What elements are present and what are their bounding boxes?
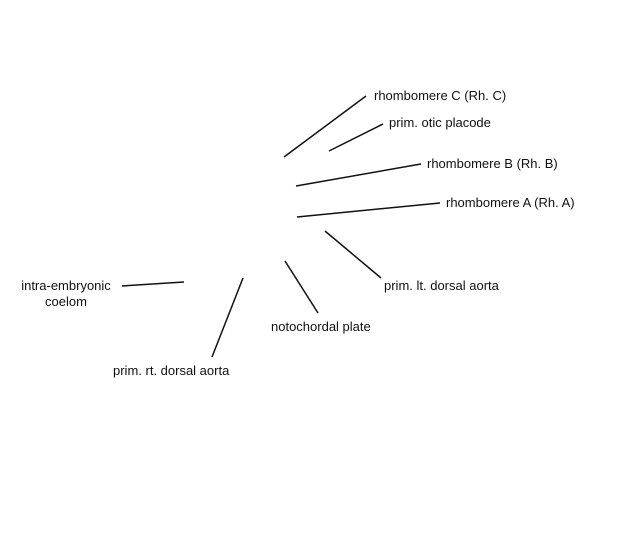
- leader-line-rhombomere-a: [296, 202, 441, 218]
- label-notochordal-plate: notochordal plate: [271, 319, 371, 334]
- leader-line-rt-dorsal-aorta: [211, 277, 244, 358]
- label-rhombomere-c: rhombomere C (Rh. C): [374, 88, 507, 103]
- leader-line-notochordal-plate: [284, 260, 319, 314]
- label-rt-dorsal-aorta: prim. rt. dorsal aorta: [113, 363, 230, 378]
- label-lt-dorsal-aorta: prim. lt. dorsal aorta: [384, 278, 499, 293]
- label-rhombomere-b: rhombomere B (Rh. B): [427, 156, 558, 171]
- leader-line-lt-dorsal-aorta: [324, 230, 382, 279]
- leader-line-coelom: [121, 281, 185, 287]
- label-intra-embryonic-coelom: intra-embryonic coelom: [10, 278, 122, 310]
- leader-line-rhombomere-b: [295, 163, 422, 187]
- label-coelom-line-1: intra-embryonic: [21, 278, 111, 293]
- leader-line-rhombomere-c: [283, 95, 367, 158]
- label-coelom-line-2: coelom: [45, 294, 87, 309]
- label-rhombomere-a: rhombomere A (Rh. A): [446, 195, 575, 210]
- label-otic-placode: prim. otic placode: [389, 115, 491, 130]
- leader-line-otic-placode: [328, 123, 384, 152]
